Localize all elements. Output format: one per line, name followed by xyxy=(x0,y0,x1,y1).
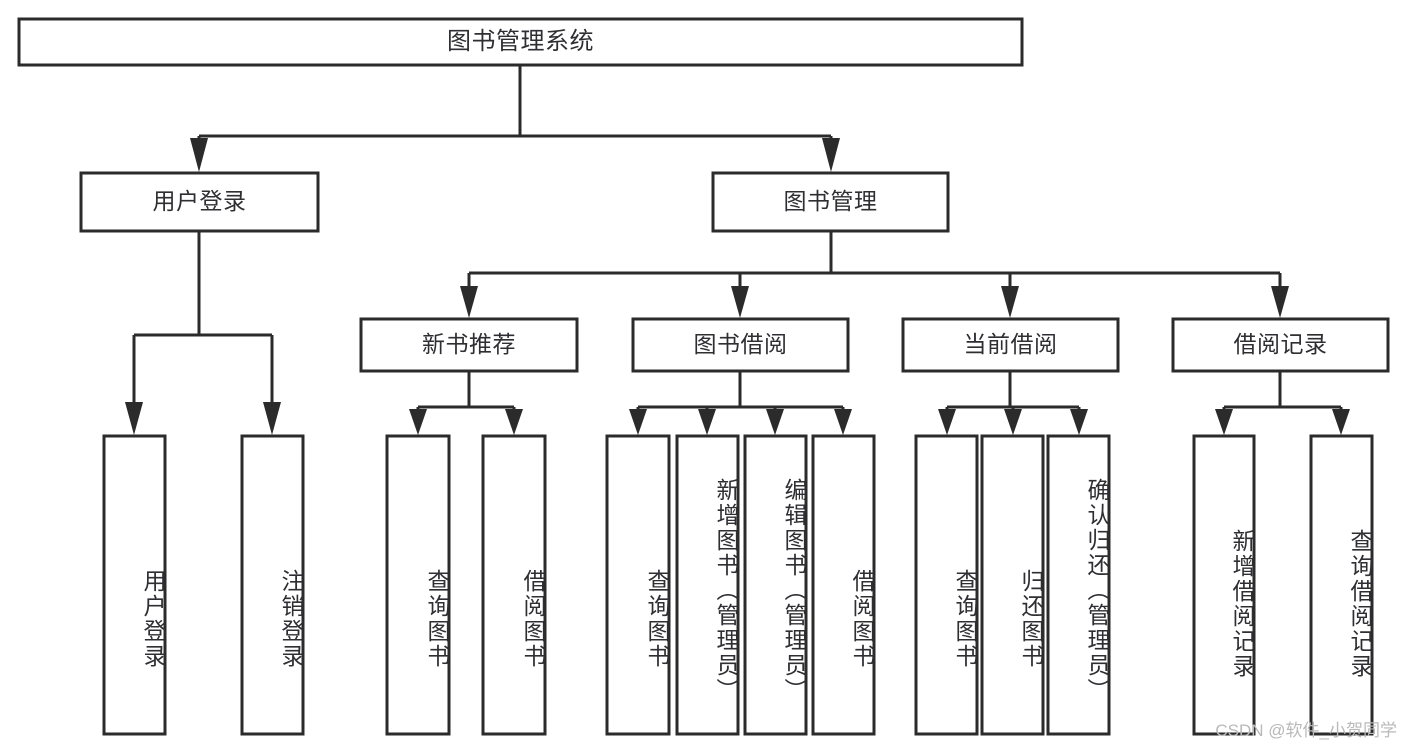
arrow-head-leaf-confirm-return xyxy=(1070,409,1088,435)
node-box-leaf-logout[interactable] xyxy=(240,434,305,736)
arrow-head-leaf-query-record xyxy=(1332,409,1350,435)
node-box-leaf-return-book[interactable] xyxy=(980,434,1045,736)
arrow-head-leaf-add-book xyxy=(698,409,716,435)
node-box-leaf-query-book-2[interactable] xyxy=(605,434,671,736)
node-box-leaf-query-book-3[interactable] xyxy=(914,434,979,736)
arrow-head-leaf-query-book-1 xyxy=(409,409,427,435)
arrow-head-leaf-borrow-book-1 xyxy=(505,409,523,435)
node-box-user-login[interactable] xyxy=(79,171,320,233)
node-box-new-book-recommend[interactable] xyxy=(359,317,579,373)
arrow-head-leaf-borrow-book-2 xyxy=(834,409,852,435)
node-box-current-borrow[interactable] xyxy=(901,317,1120,373)
arrow-head-current-borrow xyxy=(1001,286,1019,318)
node-box-leaf-add-book[interactable] xyxy=(675,434,740,736)
node-box-leaf-query-record[interactable] xyxy=(1309,434,1374,736)
arrow-head-user-login xyxy=(190,138,208,172)
node-box-root[interactable] xyxy=(17,17,1024,67)
arrow-head-book-management xyxy=(822,138,840,172)
node-box-leaf-confirm-return[interactable] xyxy=(1046,434,1111,736)
arrow-head-book-borrow xyxy=(731,286,749,318)
node-box-borrow-record[interactable] xyxy=(1171,317,1390,373)
arrow-head-leaf-query-book-3 xyxy=(938,409,956,435)
node-box-leaf-query-book-1[interactable] xyxy=(385,434,451,736)
arrow-head-new-book-recommend xyxy=(460,286,478,318)
arrow-head-leaf-query-book-2 xyxy=(629,409,647,435)
arrow-head-leaf-add-record xyxy=(1215,409,1233,435)
node-box-leaf-edit-book[interactable] xyxy=(743,434,808,736)
node-box-book-borrow[interactable] xyxy=(631,317,850,373)
node-box-leaf-user-login[interactable] xyxy=(102,434,167,736)
node-box-book-management[interactable] xyxy=(711,171,950,233)
node-box-leaf-borrow-book-1[interactable] xyxy=(481,434,547,736)
arrow-head-leaf-logout xyxy=(263,402,281,435)
node-box-leaf-borrow-book-2[interactable] xyxy=(811,434,876,736)
arrow-head-borrow-record xyxy=(1271,286,1289,318)
arrow-head-leaf-return-book xyxy=(1004,409,1022,435)
arrow-head-leaf-edit-book xyxy=(766,409,784,435)
node-box-leaf-add-record[interactable] xyxy=(1192,434,1256,736)
arrow-head-leaf-user-login xyxy=(125,402,143,435)
